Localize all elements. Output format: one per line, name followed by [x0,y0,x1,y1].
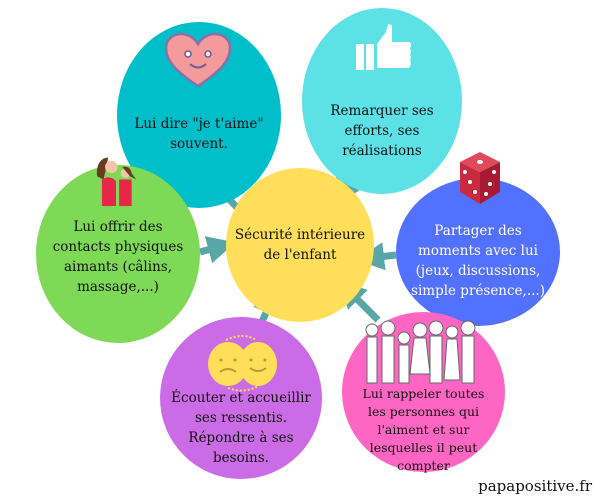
bubble-label: Lui offrir des contacts physiques aimant… [52,219,184,295]
smiling-heart-icon [164,32,232,88]
dice-icon [460,152,500,204]
center-label: Sécurité intérieure de l'enfant [234,227,366,263]
bubble-label: Lui rappeler toutes les personnes qui l'… [362,386,485,473]
family-group-icon [365,320,476,384]
site-credit: papapositive.fr [478,477,592,495]
arrow-from-left [199,236,236,264]
bubble-label: Remarquer ses efforts, ses réalisations [330,103,434,159]
bubble-label: Écouter et accueillir ses ressentis. Rép… [171,390,311,466]
bubble-feelings: Écouter et accueillir ses ressentis. Rép… [160,317,322,479]
mother-child-hug-icon [96,157,137,206]
bubble-label: Partager des moments avec lui (jeux, dis… [411,223,545,299]
bubble-label: Lui dire "je t'aime" souvent. [134,116,264,152]
sad-happy-faces-icon [208,335,277,392]
arrow-from-right [356,242,397,271]
bubble-center: Sécurité intérieure de l'enfant [226,168,374,322]
bubble-left-contacts: Lui offrir des contacts physiques aimant… [36,165,200,343]
thumbs-up-icon [356,24,411,70]
